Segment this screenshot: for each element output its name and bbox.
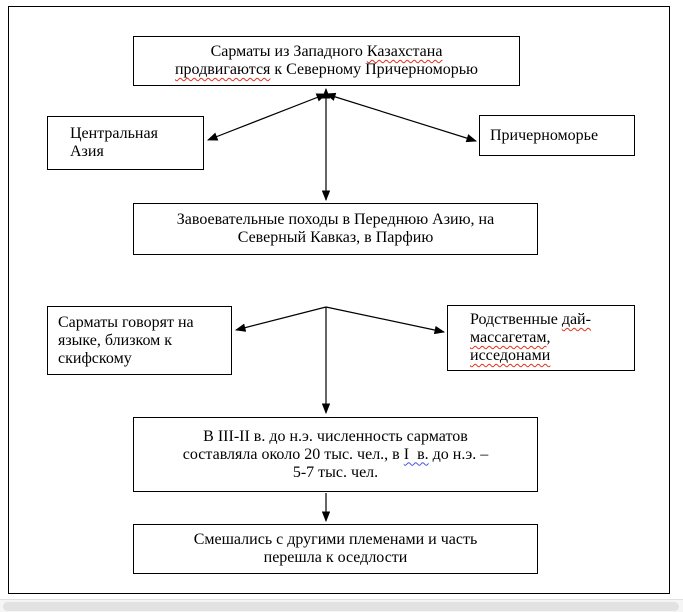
node-text-line: языке, близком к <box>58 331 173 349</box>
node-kinship[interactable]: Родственные дай- массагетам, исседонами <box>447 305 635 371</box>
node-text-line: Сарматы из Западного Казахстана <box>134 43 519 61</box>
misspelled-word: Казахстана <box>366 43 443 60</box>
node-text-line: массагетам, <box>470 329 634 347</box>
node-text-line: исседонами <box>470 347 634 365</box>
node-language[interactable]: Сарматы говорят на языке, близком к скиф… <box>47 306 232 375</box>
node-text-line: В III-II в. до н.э. численность сарматов <box>203 427 468 445</box>
node-assimilation[interactable]: Смешались с другими племенами и часть пе… <box>133 524 538 574</box>
node-text-line: перешла к оседлости <box>263 549 408 566</box>
node-text-line: Смешались с другими племенами и часть <box>193 531 478 548</box>
node-central-asia[interactable]: Центральная Азия <box>47 116 204 170</box>
node-text-line: Центральная <box>70 125 158 142</box>
node-black-sea[interactable]: Причерноморье <box>479 115 635 156</box>
node-text-line: скифскому <box>58 349 132 367</box>
misspelled-word: продвигаются <box>174 61 271 78</box>
node-population[interactable]: В III-II в. до н.э. численность сарматов… <box>133 417 538 492</box>
misspelled-word: массагетам <box>470 329 547 346</box>
grammar-flagged-word: I в. <box>403 445 429 463</box>
text-segment: к Северному Причерноморью <box>270 61 478 78</box>
node-text-line: Азия <box>70 143 104 160</box>
node-text-line: Причерноморье <box>490 126 599 144</box>
node-text-line: Завоевательные походы в Переднюю Азию, н… <box>176 211 495 228</box>
node-campaigns[interactable]: Завоевательные походы в Переднюю Азию, н… <box>133 203 538 255</box>
node-text-line: 5-7 тыс. чел. <box>292 463 379 481</box>
node-text-line: Сарматы говорят на <box>58 313 194 331</box>
text-segment: , <box>546 329 551 346</box>
text-segment: до н.э. – <box>428 445 489 463</box>
scrollbar-thumb[interactable] <box>3 602 679 611</box>
text-segment: Сарматы из Западного <box>210 43 367 60</box>
node-migration[interactable]: Сарматы из Западного Казахстана продвига… <box>133 36 520 86</box>
horizontal-scrollbar[interactable] <box>0 599 683 612</box>
text-segment: Родственные <box>470 311 562 328</box>
misspelled-word: дай- <box>561 311 591 328</box>
node-text-line: Родственные дай- <box>470 311 634 329</box>
text-segment: составляла около 20 тыс. чел., в <box>182 445 404 463</box>
node-text-line: Северный Кавказ, в Парфию <box>237 229 434 246</box>
misspelled-word: исседонами <box>470 347 551 364</box>
diagram-border-frame <box>8 6 670 594</box>
node-text-line: составляла около 20 тыс. чел., в I в. до… <box>134 446 537 464</box>
node-text-line: продвигаются к Северному Причерноморью <box>134 61 519 79</box>
